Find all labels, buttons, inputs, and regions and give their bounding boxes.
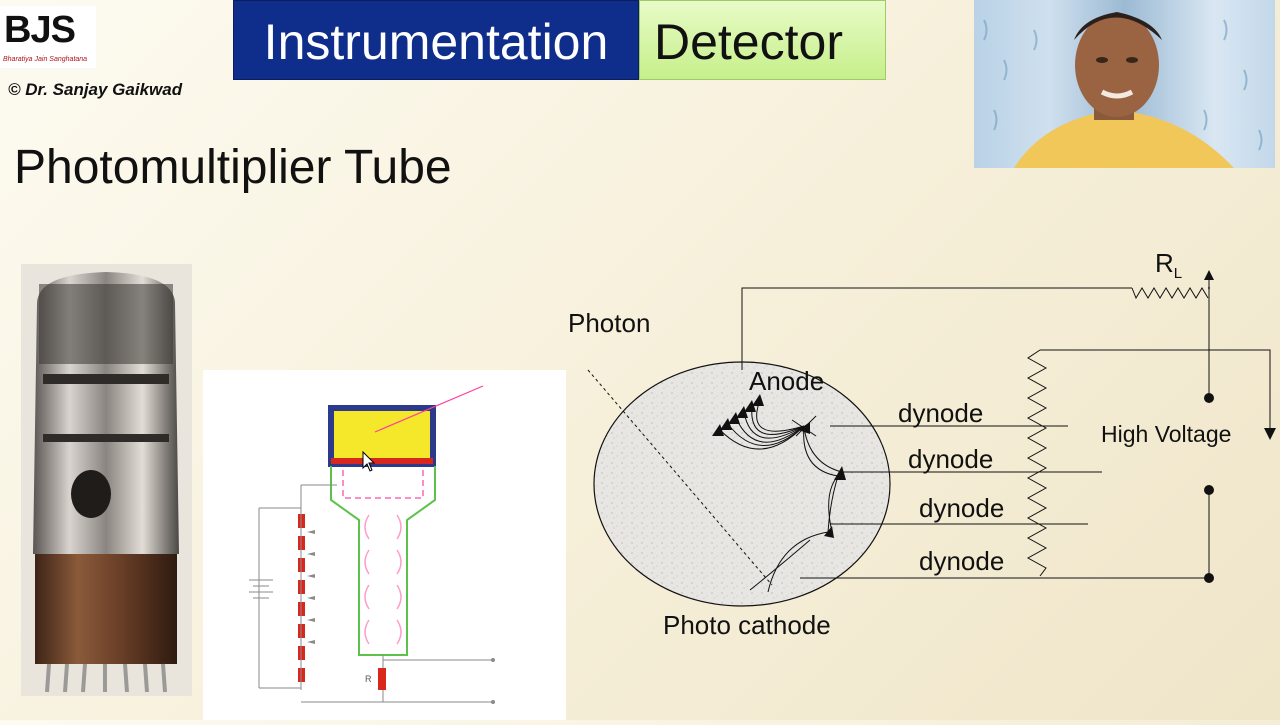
photon-label: Photon: [568, 308, 651, 338]
load-resistor-label: RL: [1155, 248, 1183, 283]
dynode-label-4: dynode: [919, 546, 1005, 576]
schematic-resistor-label: R: [365, 674, 372, 684]
logo-subtitle: Bharatiya Jain Sanghatana: [3, 56, 88, 63]
pmt-circuit-diagram: [587, 270, 1276, 607]
dynode-label-2: dynode: [908, 444, 994, 474]
pmt-schematic: R: [203, 370, 566, 720]
photomultiplier-tube-photo: [21, 264, 192, 696]
header-instrumentation: Instrumentation: [233, 0, 639, 80]
dynode-label-3: dynode: [919, 493, 1005, 523]
dynode-label-1: dynode: [898, 398, 984, 428]
photo-cathode-label: Photo cathode: [663, 610, 831, 640]
presenter-image: [983, 12, 1263, 168]
slide-title: Photomultiplier Tube: [14, 141, 452, 194]
presenter-webcam: [974, 0, 1275, 168]
high-voltage-label: High Voltage: [1101, 421, 1232, 447]
header-detector: Detector: [639, 0, 886, 80]
anode-label: Anode: [749, 366, 825, 396]
logo-mark: BJS: [4, 9, 76, 51]
copyright-text: © Dr. Sanjay Gaikwad: [8, 80, 183, 99]
bjs-logo: BJS Bharatiya Jain Sanghatana: [0, 6, 96, 68]
